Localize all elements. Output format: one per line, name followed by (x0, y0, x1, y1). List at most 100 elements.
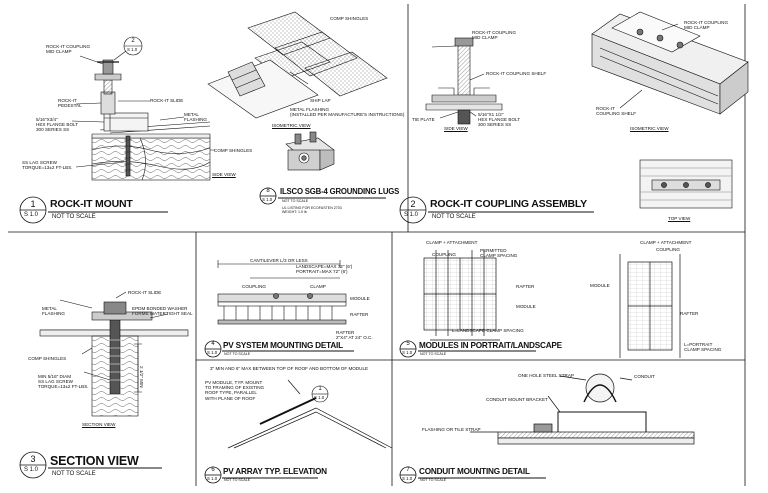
pv-clamp-label: CLAMP (310, 284, 326, 289)
detail-8-number: 8 (266, 188, 270, 194)
lug-ul-label: UL LISTING FOR ECOFASTEN 2703 WEIGHT: 1.… (282, 206, 342, 215)
detail-1-scale: NOT TO SCALE (52, 214, 96, 220)
modules-rafter-label: RAFTER (516, 284, 535, 289)
conduit-flashing-label: FLASHING OR TILE STRAP (422, 427, 481, 432)
detail-8-scale: NOT TO SCALE (282, 199, 309, 203)
coupling-tie-label: TIE PLATE (412, 117, 435, 122)
mount-bolt-label: 5/16"x3/4" HEX FLANGE BOLT 300 SERIES SS (36, 117, 79, 133)
mount-coupling-label: ROCK-IT COUPLING MID CLAMP (46, 44, 91, 55)
detail-6-number: 6 (211, 467, 215, 473)
detail-6-sheet: S 1.0 (207, 476, 218, 481)
coupling-mid-label: ROCK-IT COUPLING MID CLAMP (472, 30, 517, 41)
pv-module-label: MODULE (350, 296, 370, 301)
title-underlines (48, 197, 594, 479)
modules-permitted-label: PERMITTED CLAMP SPACING (480, 248, 518, 259)
detail-5-sheet: S 1.0 (402, 350, 413, 355)
pv-rafter-label: RAFTER (350, 312, 369, 317)
coupling-iso-shelf-label: ROCK-IT COUPLING SHELF (596, 106, 637, 117)
detail-3-scale: NOT TO SCALE (52, 471, 96, 477)
detail-5-scale: NOT TO SCALE (420, 352, 447, 356)
detail-callout-c3 (311, 385, 329, 403)
iso-view-label: ISOMETRIC VIEW (272, 123, 311, 128)
iso-flashing-label: METAL FLASHING (INSTALLED PER MANUFACTUR… (290, 107, 405, 118)
callout-c3-number: 1 (318, 386, 322, 392)
pv-landscape-label: LANDSCAPE=MAX 72" (6') PORTRAIT=MAX 72" … (296, 264, 353, 275)
modules-landscape-spacing-label: L=LANDSCAPE CLAMP SPACING (452, 328, 524, 333)
modules-module2-label: MODULE (590, 283, 610, 288)
iso-shiplap-label: SHIP LAP (310, 98, 331, 103)
ilsco-lug-drawing (285, 131, 335, 171)
detail-7-number: 7 (406, 467, 410, 473)
detail-1-sheet: S 1.0 (24, 212, 39, 218)
mount-pedestal-label: ROCK-IT PEDESTAL (58, 98, 82, 109)
detail-2-scale: NOT TO SCALE (432, 214, 476, 220)
pv-mount-drawing (217, 260, 347, 325)
mount-flashing-label: METAL FLASHING (184, 112, 207, 123)
coupling-iso-mid-label: ROCK-IT COUPLING MID CLAMP (684, 20, 729, 31)
elev-module-label: PV MODULE, TYP. MOUNT TO FRAMING OF EXIS… (205, 380, 265, 401)
detail-8-sheet: S 1.0 (262, 197, 273, 202)
conduit-conduit-label: CONDUIT (634, 374, 655, 379)
detail-8-title: ILSCO SGB-4 GROUNDING LUGS (280, 187, 400, 196)
detail-2-number: 2 (410, 199, 416, 209)
conduit-drawing (470, 373, 695, 445)
detail-4-title: PV SYSTEM MOUNTING DETAIL (223, 341, 343, 350)
pv-cantilever-label: CANTILEVER L/3 OR LESS (250, 258, 308, 263)
pv-coupling-label: COUPLING (242, 284, 266, 289)
modules-coupling2-label: COUPLING (656, 247, 680, 252)
title-circles (19, 187, 427, 484)
callout-c1-number: 2 (131, 38, 135, 44)
section-lag-label: MIN 5/16" DIAM SS LAG SCREW TORQUE=13±2 … (38, 374, 89, 390)
conduit-bracket-label: CONDUIT MOUNT BRACKET (486, 397, 548, 402)
rock-it-mount-drawing (71, 55, 215, 181)
section-min-label: 2 1/2" MIN (139, 366, 144, 388)
callout-c3-sheet: S 1.0 (314, 395, 325, 400)
modules-clamp-label: CLAMP + ATTACHMENT (426, 240, 478, 245)
iso-shingles-label: COMP SHINGLES (330, 16, 369, 21)
mount-lag-label: SS LAG SCREW TORQUE=13±2 FT-LBS. (22, 160, 73, 171)
section-view-drawing (39, 291, 189, 417)
elev-note-label: 3" MIN AND 6" MAX BETWEEN TOP OF ROOF AN… (210, 366, 369, 371)
detail-4-sheet: S 1.0 (207, 350, 218, 355)
coupling-top-view (639, 159, 733, 209)
detail-4-scale: NOT TO SCALE (224, 352, 251, 356)
detail-3-number: 3 (30, 454, 36, 464)
mount-side-view-label: SIDE VIEW (212, 172, 236, 177)
modules-portrait-drawing (619, 254, 681, 358)
coupling-iso-view-label: ISOMETRIC VIEW (630, 126, 669, 131)
section-flashing-label: METAL FLASHING (42, 306, 65, 317)
coupling-iso-drawing (591, 11, 749, 115)
iso-flashing-drawing (207, 11, 388, 119)
section-view-label: SECTION VIEW (82, 422, 116, 427)
modules-rafter2-label: RAFTER (680, 311, 699, 316)
detail-1-number: 1 (30, 199, 36, 209)
conduit-strap-label: ONE HOLE STEEL STRAP (518, 373, 574, 378)
sheet-frame (8, 4, 746, 486)
detail-2-title: ROCK-IT COUPLING ASSEMBLY (430, 198, 587, 210)
detail-4-number: 4 (211, 341, 215, 347)
modules-landscape-drawing (423, 250, 500, 341)
detail-5-number: 5 (406, 341, 410, 347)
detail-5-title: MODULES IN PORTRAIT/LANDSCAPE (419, 341, 562, 350)
pv-rafter-spec-label: RAFTER 2"X4" AT 24" O.C. (336, 330, 373, 341)
detail-6-scale: NOT TO SCALE (224, 478, 251, 482)
detail-1-title: ROCK-IT MOUNT (50, 198, 133, 210)
coupling-shelf-label: ROCK-IT COUPLING SHELF (486, 71, 547, 76)
mount-slide-label: ROCK-IT SLIDE (150, 98, 184, 103)
detail-callout-c1 (113, 36, 143, 61)
roof-elevation-drawing (227, 379, 393, 449)
callout-c1-sheet: S 1.0 (127, 47, 138, 52)
section-epdm-label: EPDM BONDED WASHER FORMS WATERTIGHT SEAL (132, 306, 193, 317)
detail-2-sheet: S 1.0 (404, 212, 419, 218)
coupling-bolt-label: 5/16"x1 1/2" HEX FLANGE BOLT 300 SERIES … (478, 112, 521, 128)
modules-module-label: MODULE (516, 304, 536, 309)
detail-3-title: SECTION VIEW (50, 454, 139, 468)
detail-7-scale: NOT TO SCALE (420, 478, 447, 482)
modules-clamp2-label: CLAMP + ATTACHMENT (640, 240, 692, 245)
coupling-side-view-label: SIDE VIEW (444, 126, 468, 131)
modules-portrait-spacing-label: L=PORTRAIT CLAMP SPACING (684, 342, 722, 353)
modules-coupling-label: COUPLING (432, 252, 456, 257)
detail-3-sheet: S 1.0 (24, 467, 39, 473)
section-slide-label: ROCK-IT SLIDE (128, 290, 162, 295)
